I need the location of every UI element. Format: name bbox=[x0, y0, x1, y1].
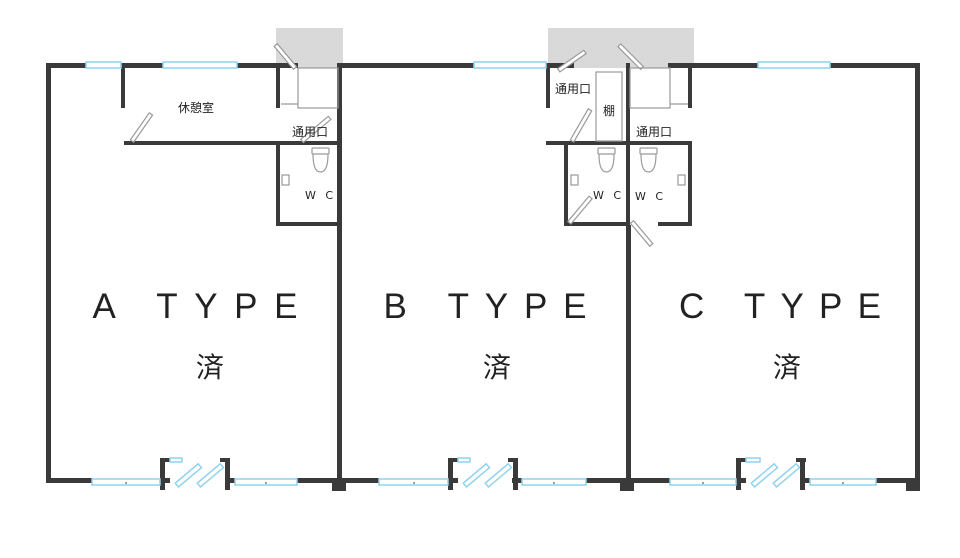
shelf-label-b: 棚 bbox=[603, 103, 615, 118]
break-room-label: 休憩室 bbox=[178, 100, 214, 115]
wc-label-a: W C bbox=[305, 189, 336, 202]
service-details bbox=[281, 67, 688, 186]
unit-b-status: 済 bbox=[483, 351, 511, 384]
passage-label-b: 通用口 bbox=[555, 82, 591, 96]
window-mullions bbox=[125, 482, 844, 484]
unit-a-status: 済 bbox=[196, 351, 224, 384]
unit-c-status: 済 bbox=[773, 351, 801, 384]
unit-c-type-label: C TYPE bbox=[679, 287, 881, 326]
interior-doors bbox=[129, 42, 654, 248]
windows bbox=[85, 61, 877, 486]
walls bbox=[46, 63, 920, 491]
wc-label-c: W C bbox=[635, 190, 666, 203]
passage-label-c: 通用口 bbox=[636, 125, 672, 139]
passage-label-a: 通用口 bbox=[292, 125, 328, 139]
outdoor-area-a bbox=[276, 28, 343, 68]
doors bbox=[174, 462, 801, 488]
unit-b-type-label: B TYPE bbox=[384, 287, 587, 326]
unit-a-type-label: A TYPE bbox=[93, 287, 298, 326]
wc-label-b: W C bbox=[593, 189, 624, 202]
